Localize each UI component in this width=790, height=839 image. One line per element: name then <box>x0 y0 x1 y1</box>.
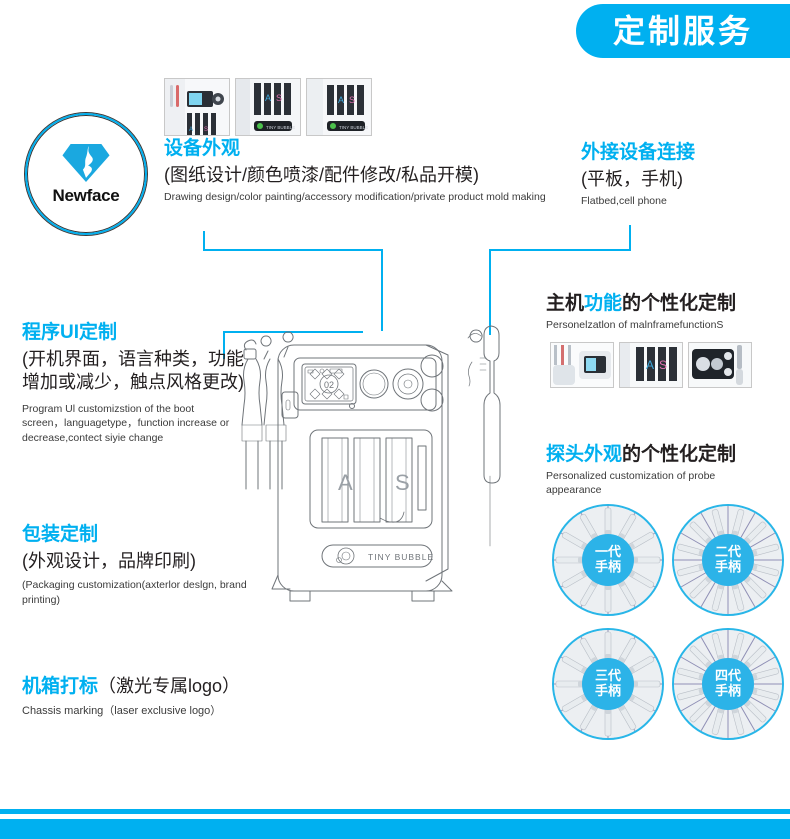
program-ui-subtitle-cn-line1: (开机界面，语言种类，功能 <box>22 348 244 369</box>
logo-outer-ring <box>24 112 148 236</box>
svg-text:A: A <box>189 127 193 133</box>
chassis-marking-subtitle-en: Chassis marking（laser exclusive logo） <box>22 704 222 717</box>
probe-appearance-title-row: 探头外观的个性化定制 <box>546 444 786 466</box>
svg-text:TINY BUBBLE: TINY BUBBLE <box>266 125 295 130</box>
probe-circle-gen1: 一代手柄 <box>552 504 664 616</box>
probe-label-gen4: 四代手柄 <box>702 658 754 710</box>
connector-line-right-horizontal <box>489 249 631 251</box>
connector-line-left-vertical-top <box>203 231 205 250</box>
thumbnail-device-panel-3: A S TINY BUBBLE <box>306 78 372 136</box>
footer-divider-thick <box>0 819 790 839</box>
chassis-marking-title: 机箱打标 <box>22 676 99 697</box>
svg-text:S: S <box>276 93 282 103</box>
svg-text:S: S <box>659 358 667 372</box>
probe-label-gen2: 二代手柄 <box>702 534 754 586</box>
footer-divider-thin <box>0 809 790 814</box>
svg-text:S: S <box>349 95 355 105</box>
connector-line-left-vertical-down <box>381 249 383 331</box>
probe-label-gen3: 三代手柄 <box>582 658 634 710</box>
device-appearance-subtitle-cn: (图纸设计/颜色喷漆/配件修改/私品开模) <box>164 164 479 185</box>
packaging-subtitle-cn: (外观设计，品牌印刷) <box>22 550 196 571</box>
probe-circle-gen2: 二代手柄 <box>672 504 784 616</box>
svg-text:S: S <box>395 470 410 495</box>
connector-line-right-vertical-top <box>629 225 631 251</box>
section-device-appearance: 设备外观 (图纸设计/颜色喷漆/配件修改/私品开模) Drawing desig… <box>164 138 554 205</box>
thumbnail-mainframe-3 <box>688 342 752 388</box>
machine-screen-value: 02 <box>324 380 334 390</box>
chassis-marking-title-row: 机箱打标 （激光专属logo） <box>22 676 292 698</box>
program-ui-subtitle-cn-line2: 增加或减少，触点风格更改) <box>22 372 244 393</box>
probe-circle-gen4: 四代手柄 <box>672 628 784 740</box>
thumbnail-mainframe-2: A S <box>619 342 683 388</box>
mainframe-function-subtitle-en: Personelzatlon of malnframefunctionS <box>546 318 724 331</box>
probe-appearance-subtitle-en: Personalized customization of probe appe… <box>546 469 716 497</box>
svg-text:S: S <box>204 127 208 133</box>
custom-service-badge-label: 定制服务 <box>612 13 753 49</box>
section-external-device: 外接设备连接 (平板，手机) Flatbed,cell phone <box>581 142 786 209</box>
external-device-subtitle-cn: (平板，手机) <box>581 168 683 189</box>
svg-text:A: A <box>265 93 271 103</box>
program-ui-subtitle-en: Program Ul customizstion of the boot scr… <box>22 402 230 444</box>
custom-service-badge: 定制服务 <box>576 4 790 58</box>
packaging-subtitle-en: (Packaging customization(axterlor deslgn… <box>22 579 247 606</box>
section-mainframe-function: 主机功能的个性化定制 Personelzatlon of malnframefu… <box>546 293 786 332</box>
section-packaging: 包装定制 (外观设计，品牌印刷) (Packaging customizatio… <box>22 524 272 607</box>
external-device-title: 外接设备连接 <box>581 142 696 163</box>
packaging-title: 包装定制 <box>22 524 99 545</box>
device-appearance-subtitle-en: Drawing design/color painting/accessory … <box>164 191 546 204</box>
device-appearance-thumbnails: A S A S TINY BUBBLE A S <box>164 78 372 136</box>
svg-text:A: A <box>646 358 654 372</box>
connector-line-ui-horizontal <box>223 331 363 333</box>
svg-text:A: A <box>338 95 344 105</box>
machine-line-drawing: 02 A S TINY BUBBL <box>241 325 501 602</box>
svg-text:TINY BUBBLE: TINY BUBBLE <box>339 125 368 130</box>
connector-line-ui-vertical <box>223 331 225 359</box>
thumbnail-device-panel-2: A S TINY BUBBLE <box>235 78 301 136</box>
connector-line-right-vertical-down <box>489 249 491 335</box>
mainframe-function-title-part1: 主机 <box>546 293 585 314</box>
mainframe-function-title-highlight: 功能 <box>584 293 623 314</box>
probe-label-gen1: 一代手柄 <box>582 534 634 586</box>
device-appearance-title: 设备外观 <box>164 138 241 159</box>
section-program-ui: 程序UI定制 (开机界面，语言种类，功能 增加或减少，触点风格更改) Progr… <box>22 322 267 445</box>
connector-line-left-horizontal <box>203 249 383 251</box>
section-chassis-marking: 机箱打标 （激光专属logo） Chassis marking（laser ex… <box>22 676 292 719</box>
mainframe-function-title-part2: 的个性化定制 <box>622 293 737 314</box>
svg-text:A: A <box>338 470 353 495</box>
program-ui-title: 程序UI定制 <box>22 322 118 343</box>
thumbnail-mainframe-1 <box>550 342 614 388</box>
chassis-marking-title-paren: （激光专属logo） <box>98 676 241 696</box>
probe-appearance-title-rest: 的个性化定制 <box>622 444 737 465</box>
external-device-subtitle-en: Flatbed,cell phone <box>581 195 667 208</box>
mainframe-function-title-row: 主机功能的个性化定制 <box>546 293 786 315</box>
newface-logo: Newface <box>24 112 148 236</box>
probe-appearance-title-highlight: 探头外观 <box>546 444 623 465</box>
mainframe-function-thumbnails: A S <box>550 342 752 388</box>
section-probe-appearance: 探头外观的个性化定制 Personalized customization of… <box>546 444 786 498</box>
machine-brand-label: TINY BUBBLE <box>368 552 434 562</box>
probe-circle-gen3: 三代手柄 <box>552 628 664 740</box>
thumbnail-device-panel-1: A S <box>164 78 230 136</box>
